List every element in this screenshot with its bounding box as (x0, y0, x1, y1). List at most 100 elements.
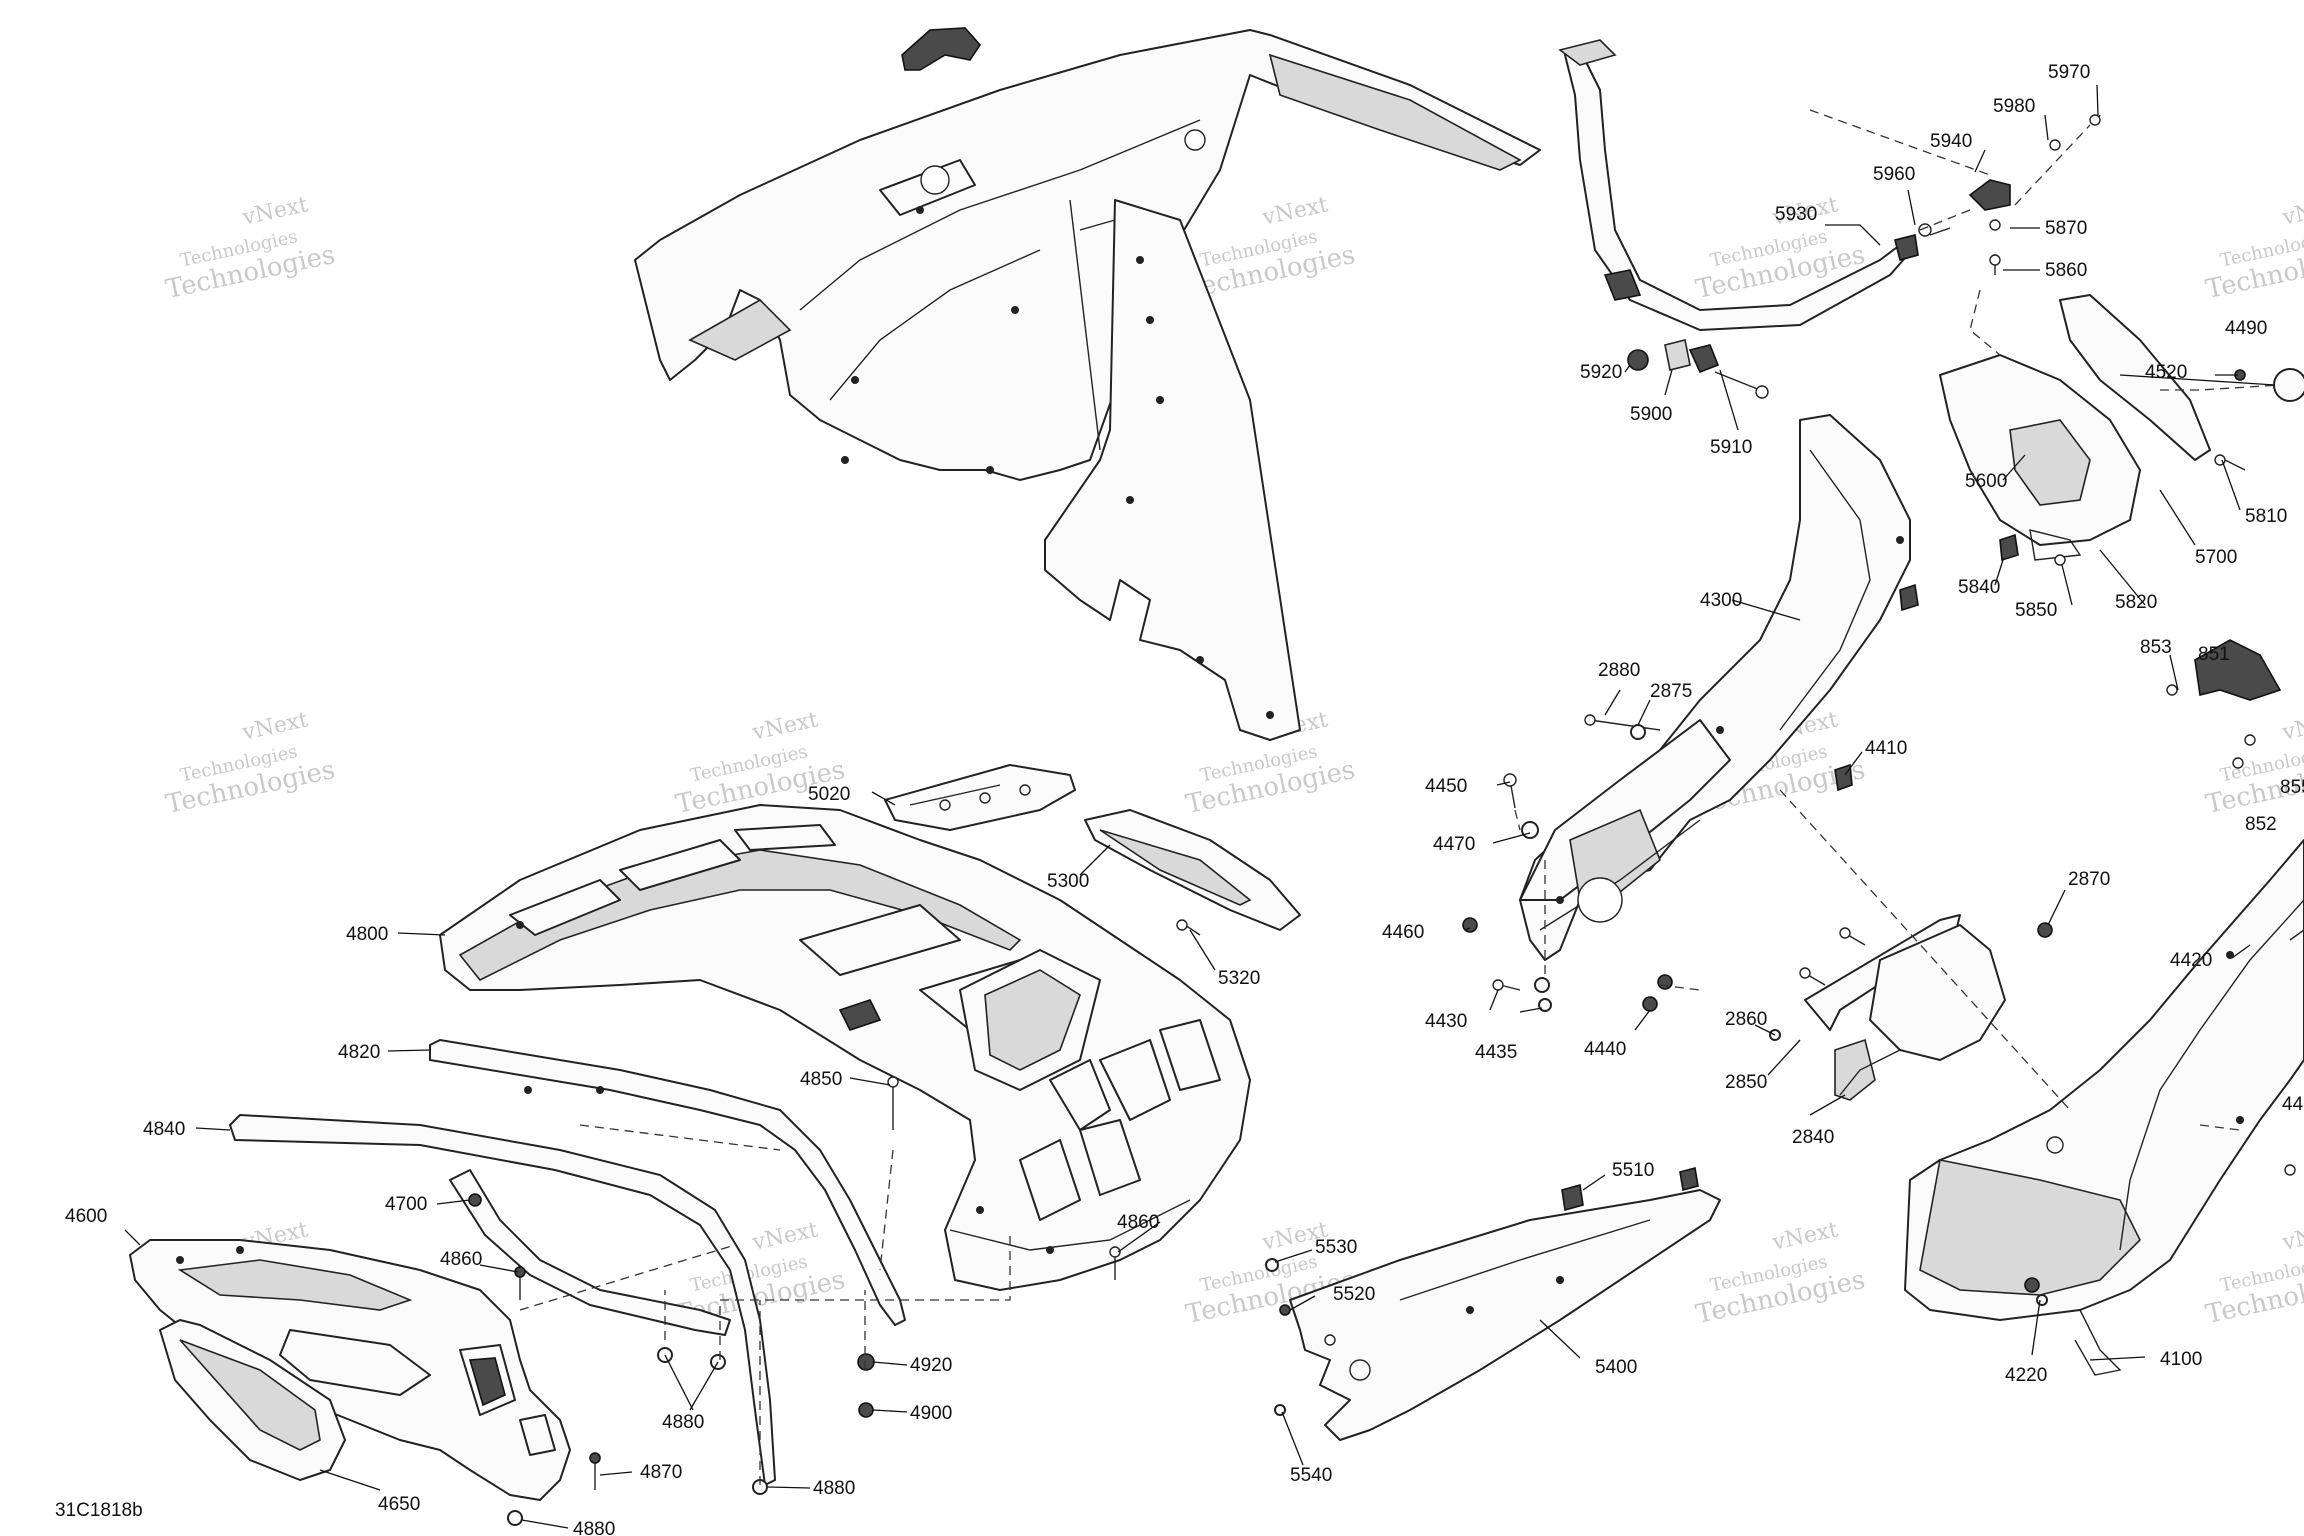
callout-2880: 2880 (1598, 660, 1640, 681)
callout-4880-bottom: 4880 (573, 1519, 615, 1536)
watermark-line1: vNext (239, 192, 310, 230)
watermark-line1: vNext (239, 707, 310, 745)
headlight-assembly (1939, 294, 2304, 566)
callout-4820: 4820 (338, 1042, 380, 1063)
callout-5320: 5320 (1218, 968, 1260, 989)
side-fender-panel (1904, 839, 2304, 1376)
callout-5400: 5400 (1595, 1357, 1637, 1378)
callout-5300: 5300 (1047, 871, 1089, 892)
callout-5910: 5910 (1710, 437, 1752, 458)
mud-flap (1044, 199, 1301, 741)
handle-hardware (1627, 114, 2101, 399)
inner-fender (1519, 414, 1919, 961)
callout-4920: 4920 (910, 1355, 952, 1376)
callout-5600: 5600 (1965, 471, 2007, 492)
callout-4860-left: 4860 (440, 1249, 482, 1270)
callout-5530: 5530 (1315, 1237, 1357, 1258)
callout-5820: 5820 (2115, 592, 2157, 613)
watermark-line1: vNext (1259, 192, 1330, 230)
callout-5960: 5960 (1873, 164, 1915, 185)
bumper-lower-panel (159, 1319, 346, 1481)
front-fender-panel (634, 29, 1541, 481)
callout-4430: 4430 (1425, 1011, 1467, 1032)
callout-4880-middle: 4880 (662, 1412, 704, 1433)
watermark: vNext Technologies Technologies (2203, 707, 2304, 820)
callout-5870: 5870 (2045, 218, 2087, 239)
callout-5860: 5860 (2045, 260, 2087, 281)
watermark: vNext Technologies Technologies (163, 192, 338, 305)
callout-2840: 2840 (1792, 1127, 1834, 1148)
watermark: vNext Technologies Technologies (2203, 192, 2304, 305)
rack-plate (884, 764, 1076, 831)
callout-442: 442 (2282, 1094, 2304, 1115)
assembly-lines (519, 109, 2281, 1485)
watermark-line1: vNext (749, 1217, 820, 1255)
callout-5510: 5510 (1612, 1160, 1654, 1181)
callout-5900: 5900 (1630, 404, 1672, 425)
watermark-line1: vNext (2279, 192, 2304, 230)
callout-852: 852 (2245, 814, 2277, 835)
callout-4840: 4840 (143, 1119, 185, 1140)
callout-5980: 5980 (1993, 96, 2035, 117)
callout-5020: 5020 (808, 784, 850, 805)
callout-5940: 5940 (1930, 131, 1972, 152)
footrest-plate (1265, 1167, 1721, 1441)
callout-855: 855 (2280, 777, 2304, 798)
callout-4300: 4300 (1700, 590, 1742, 611)
watermark-line1: vNext (749, 707, 820, 745)
callout-4860-right: 4860 (1117, 1212, 1159, 1233)
callout-5970: 5970 (2048, 62, 2090, 83)
side-panel-fasteners (2024, 639, 2282, 1306)
callout-4490: 4490 (2225, 318, 2267, 339)
callout-851: 851 (2198, 644, 2230, 665)
fender-hardware (1462, 714, 1853, 1012)
watermark-line1: vNext (2279, 1217, 2304, 1255)
leader-lines (124, 84, 2276, 1529)
callout-4435: 4435 (1475, 1042, 1517, 1063)
callout-4220: 4220 (2005, 1365, 2047, 1386)
callout-4650: 4650 (378, 1494, 420, 1515)
callout-2850: 2850 (1725, 1072, 1767, 1093)
callout-4850: 4850 (800, 1069, 842, 1090)
watermark: vNext Technologies Technologies (163, 707, 338, 820)
callout-5810: 5810 (2245, 506, 2287, 527)
callout-4800: 4800 (346, 924, 388, 945)
callout-4700: 4700 (385, 1194, 427, 1215)
callout-2875: 2875 (1650, 681, 1692, 702)
callout-4520: 4520 (2145, 362, 2187, 383)
callout-5540: 5540 (1290, 1465, 1332, 1486)
callout-5520: 5520 (1333, 1284, 1375, 1305)
watermark-line1: vNext (1769, 1217, 1840, 1255)
callout-labels: 5970 5980 5940 5960 5930 5870 5860 5920 … (55, 62, 2304, 1536)
callout-4440: 4440 (1584, 1039, 1626, 1060)
rear-bumper (129, 1239, 571, 1501)
callout-4470: 4470 (1433, 834, 1475, 855)
top-clip (901, 27, 982, 71)
callout-4460: 4460 (1382, 922, 1424, 943)
grab-handle-bar (1558, 39, 1919, 331)
callout-5920: 5920 (1580, 362, 1622, 383)
rack-side-cover (1084, 809, 1301, 936)
callout-4900: 4900 (910, 1403, 952, 1424)
parts-drawing (129, 27, 2304, 1526)
callout-4100: 4100 (2160, 1349, 2202, 1370)
callout-4410: 4410 (1865, 738, 1907, 759)
watermark: vNext Technologies Technologies (1693, 1217, 1868, 1330)
callout-5700: 5700 (2195, 547, 2237, 568)
watermark-line1: vNext (2279, 707, 2304, 745)
callout-2860: 2860 (1725, 1009, 1767, 1030)
callout-4870: 4870 (640, 1462, 682, 1483)
watermark: vNext Technologies Technologies (2203, 1217, 2304, 1330)
callout-5850: 5850 (2015, 600, 2057, 621)
diagram-code: 31C1818b (55, 1500, 143, 1521)
rack-tubes (229, 1039, 906, 1486)
callout-853: 853 (2140, 637, 2172, 658)
mounting-bracket (1769, 914, 2053, 1101)
callout-4600: 4600 (65, 1206, 107, 1227)
rear-cargo-rack (439, 804, 1251, 1291)
callout-5930: 5930 (1775, 204, 1817, 225)
callout-4880-right: 4880 (813, 1478, 855, 1499)
callout-4450: 4450 (1425, 776, 1467, 797)
callout-4420: 4420 (2170, 950, 2212, 971)
